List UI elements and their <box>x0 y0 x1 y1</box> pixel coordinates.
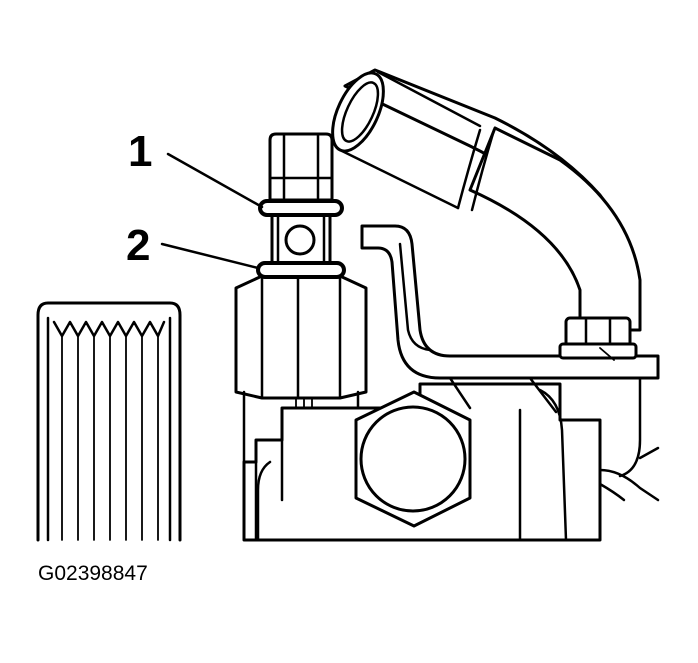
mounting-bracket <box>360 224 660 380</box>
outlet-hose <box>331 68 642 332</box>
bracket-bolt <box>558 316 638 361</box>
upper-seal-ring <box>258 199 344 217</box>
callout-number-2: 2 <box>126 221 151 270</box>
fitting-cap <box>268 132 334 202</box>
hex-plug <box>354 390 472 528</box>
leader-line-1 <box>166 152 264 209</box>
leader-line-2 <box>160 242 260 270</box>
lower-seal-ring <box>256 261 346 279</box>
callout-number-1: 1 <box>128 127 153 176</box>
figure-code: G02398847 <box>38 562 148 585</box>
pulley <box>36 301 182 542</box>
fitting-hex-nut <box>234 274 368 464</box>
